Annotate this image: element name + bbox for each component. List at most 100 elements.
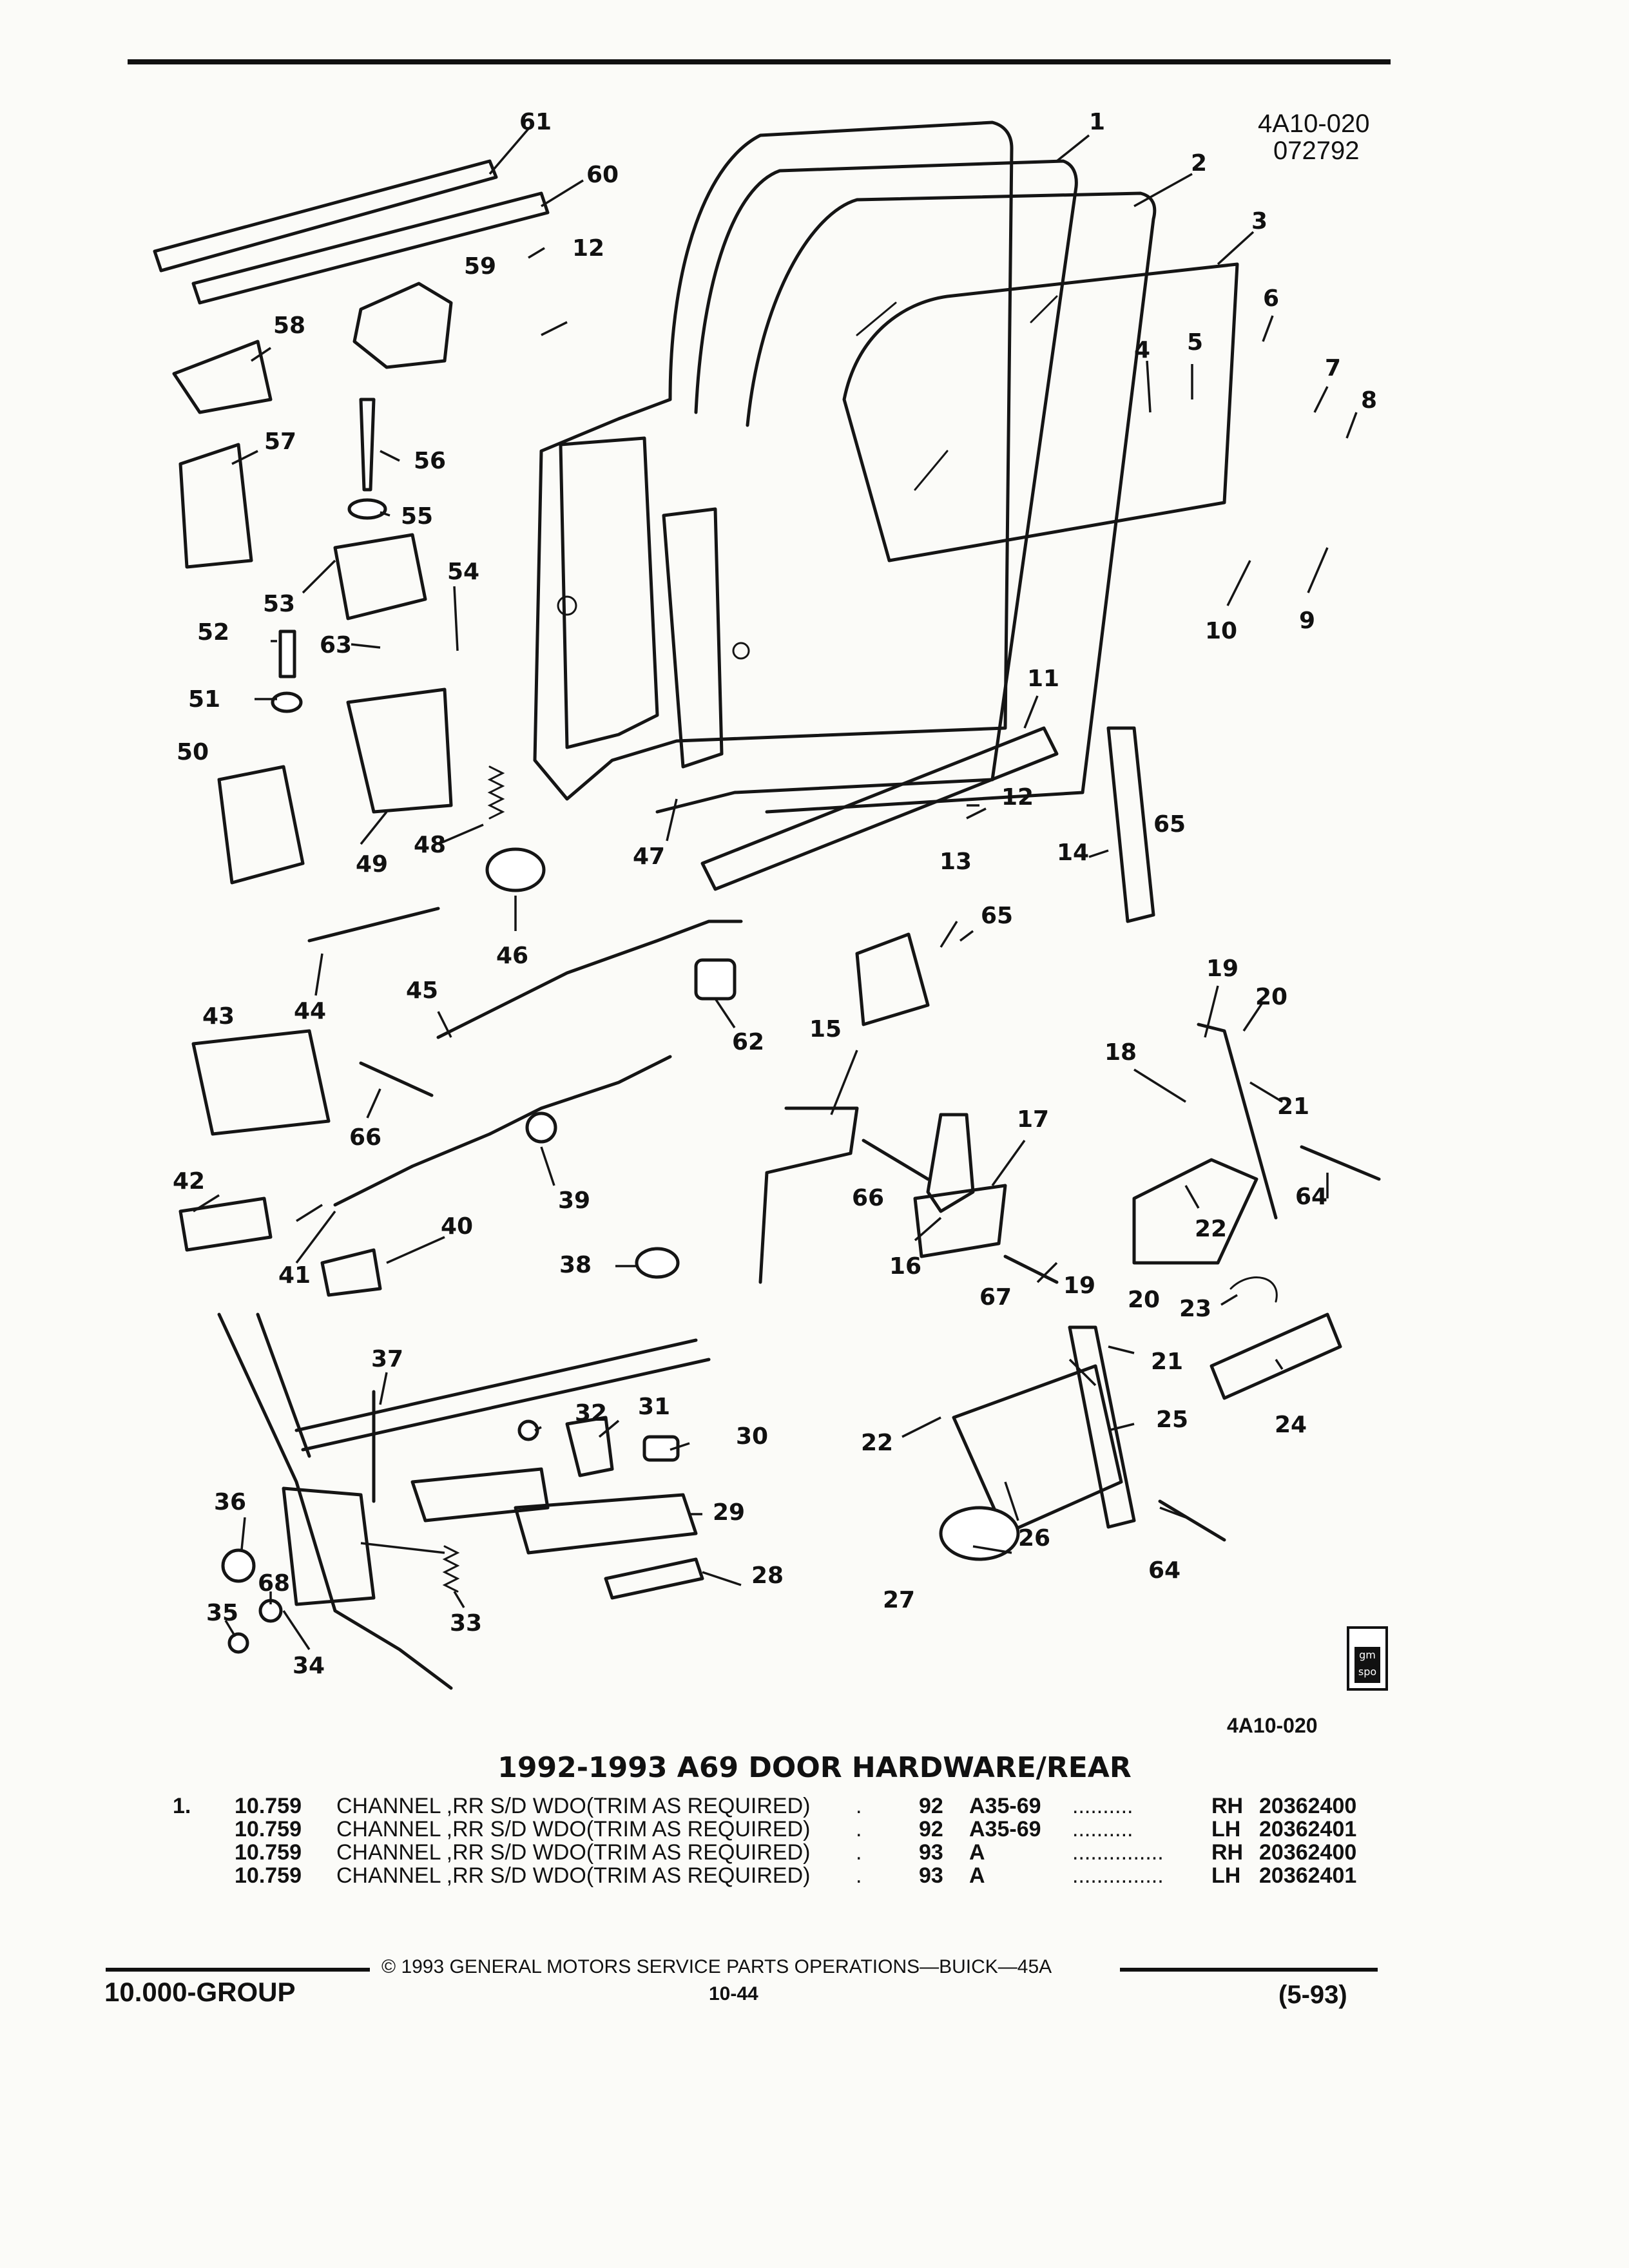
page-number: 10-44 (709, 1983, 758, 2004)
callout-2: 2 (1191, 150, 1208, 177)
gm-spo-logo-text: gm spo (1354, 1647, 1380, 1683)
parts-part-number: 20362401 (1259, 1817, 1357, 1841)
parts-dot: . (856, 1817, 862, 1841)
callout-42: 42 (173, 1168, 206, 1195)
callout-66-left: 66 (349, 1124, 382, 1151)
callout-15: 15 (809, 1016, 842, 1043)
parts-leaders: ............... (1072, 1863, 1164, 1888)
callout-26: 26 (1018, 1525, 1051, 1552)
parts-group: 10.759 (235, 1794, 302, 1818)
parts-item: 1. (173, 1794, 191, 1818)
parts-year: 93 (919, 1863, 943, 1888)
callout-51: 51 (188, 686, 221, 713)
callout-39: 39 (558, 1187, 591, 1214)
callout-21-upper: 21 (1277, 1093, 1310, 1120)
callout-49: 49 (356, 851, 389, 878)
callout-24: 24 (1275, 1412, 1307, 1438)
parts-year: 92 (919, 1817, 943, 1841)
callout-65-center: 65 (981, 903, 1014, 929)
callout-1: 1 (1089, 109, 1106, 135)
callout-13: 13 (940, 849, 972, 875)
parts-group: 10.759 (235, 1863, 302, 1888)
callout-4: 4 (1134, 337, 1151, 363)
revision-date: (5-93) (1278, 1981, 1347, 2009)
callout-20-upper: 20 (1255, 984, 1288, 1010)
callout-3: 3 (1251, 208, 1268, 235)
callout-9: 9 (1299, 608, 1316, 634)
callout-16: 16 (889, 1253, 922, 1280)
parts-group: 10.759 (235, 1817, 302, 1841)
callout-18: 18 (1104, 1039, 1137, 1066)
callout-60: 60 (586, 162, 619, 188)
callout-12-lower: 12 (1001, 784, 1034, 811)
callout-10: 10 (1205, 618, 1238, 644)
callout-38: 38 (559, 1252, 592, 1278)
callout-22-lower: 22 (861, 1430, 894, 1456)
callout-7: 7 (1325, 355, 1342, 381)
parts-part-number: 20362400 (1259, 1794, 1357, 1818)
callout-58: 58 (273, 312, 306, 339)
footer-rule-right (1120, 1968, 1378, 1972)
parts-description: CHANNEL ,RR S/D WDO(TRIM AS REQUIRED) (336, 1863, 811, 1888)
callout-27: 27 (883, 1587, 916, 1613)
callout-55: 55 (401, 503, 434, 530)
callout-56: 56 (414, 448, 447, 474)
parts-side: RH (1211, 1840, 1244, 1865)
parts-side: LH (1211, 1817, 1241, 1841)
parts-dot: . (856, 1840, 862, 1865)
parts-side: LH (1211, 1863, 1241, 1888)
parts-series: A35-69 (969, 1817, 1041, 1841)
parts-series: A35-69 (969, 1794, 1041, 1818)
parts-leaders: .......... (1072, 1817, 1133, 1841)
callout-19-upper: 19 (1206, 956, 1239, 982)
callout-5: 5 (1187, 329, 1204, 356)
callout-20-lower: 20 (1128, 1287, 1161, 1313)
parts-row: 10.759 CHANNEL ,RR S/D WDO(TRIM AS REQUIR… (0, 1863, 1629, 1889)
callout-68: 68 (258, 1570, 291, 1597)
callout-14: 14 (1057, 840, 1090, 866)
callout-37: 37 (371, 1346, 404, 1372)
callout-64-lower: 64 (1148, 1557, 1181, 1584)
callout-47: 47 (633, 843, 666, 870)
callout-29: 29 (713, 1499, 746, 1526)
copyright-line: © 1993 GENERAL MOTORS SERVICE PARTS OPER… (381, 1956, 1052, 1977)
exploded-parts-diagram (153, 120, 1381, 1690)
callout-32: 32 (575, 1400, 608, 1427)
callout-31: 31 (638, 1394, 671, 1420)
parts-dot: . (856, 1863, 862, 1888)
parts-leaders: ............... (1072, 1840, 1164, 1865)
callout-17: 17 (1017, 1106, 1050, 1133)
callout-6: 6 (1263, 285, 1280, 312)
parts-leaders: .......... (1072, 1794, 1133, 1818)
callout-45: 45 (406, 977, 439, 1004)
parts-side: RH (1211, 1794, 1244, 1818)
figure-label: 4A10-020 (1227, 1714, 1318, 1737)
callout-33: 33 (450, 1610, 483, 1637)
callout-46: 46 (496, 943, 529, 969)
callout-62: 62 (732, 1029, 765, 1055)
group-label: 10.000-GROUP (104, 1977, 296, 2007)
callout-54: 54 (447, 559, 480, 585)
callout-19-lower: 19 (1063, 1273, 1096, 1299)
diagram-date-code: 072792 (1273, 137, 1360, 165)
callout-43: 43 (202, 1003, 235, 1030)
diagram-code: 4A10-020 (1258, 110, 1370, 138)
callout-52: 52 (197, 619, 230, 646)
callout-64-upper: 64 (1295, 1184, 1328, 1210)
callout-11: 11 (1027, 666, 1060, 692)
callout-28: 28 (751, 1562, 784, 1589)
parts-dot: . (856, 1794, 862, 1818)
parts-year: 93 (919, 1840, 943, 1865)
callout-50: 50 (177, 739, 209, 765)
parts-year: 92 (919, 1794, 943, 1818)
callout-12-top: 12 (572, 235, 605, 262)
footer-rule-left (106, 1968, 370, 1972)
callout-40: 40 (441, 1213, 474, 1240)
callout-48: 48 (414, 832, 447, 858)
callout-67: 67 (979, 1284, 1012, 1311)
gm-spo-logo: gm spo (1347, 1626, 1388, 1691)
callout-23: 23 (1179, 1296, 1212, 1322)
callout-65-right: 65 (1153, 811, 1186, 838)
callout-21-lower: 21 (1151, 1349, 1184, 1375)
